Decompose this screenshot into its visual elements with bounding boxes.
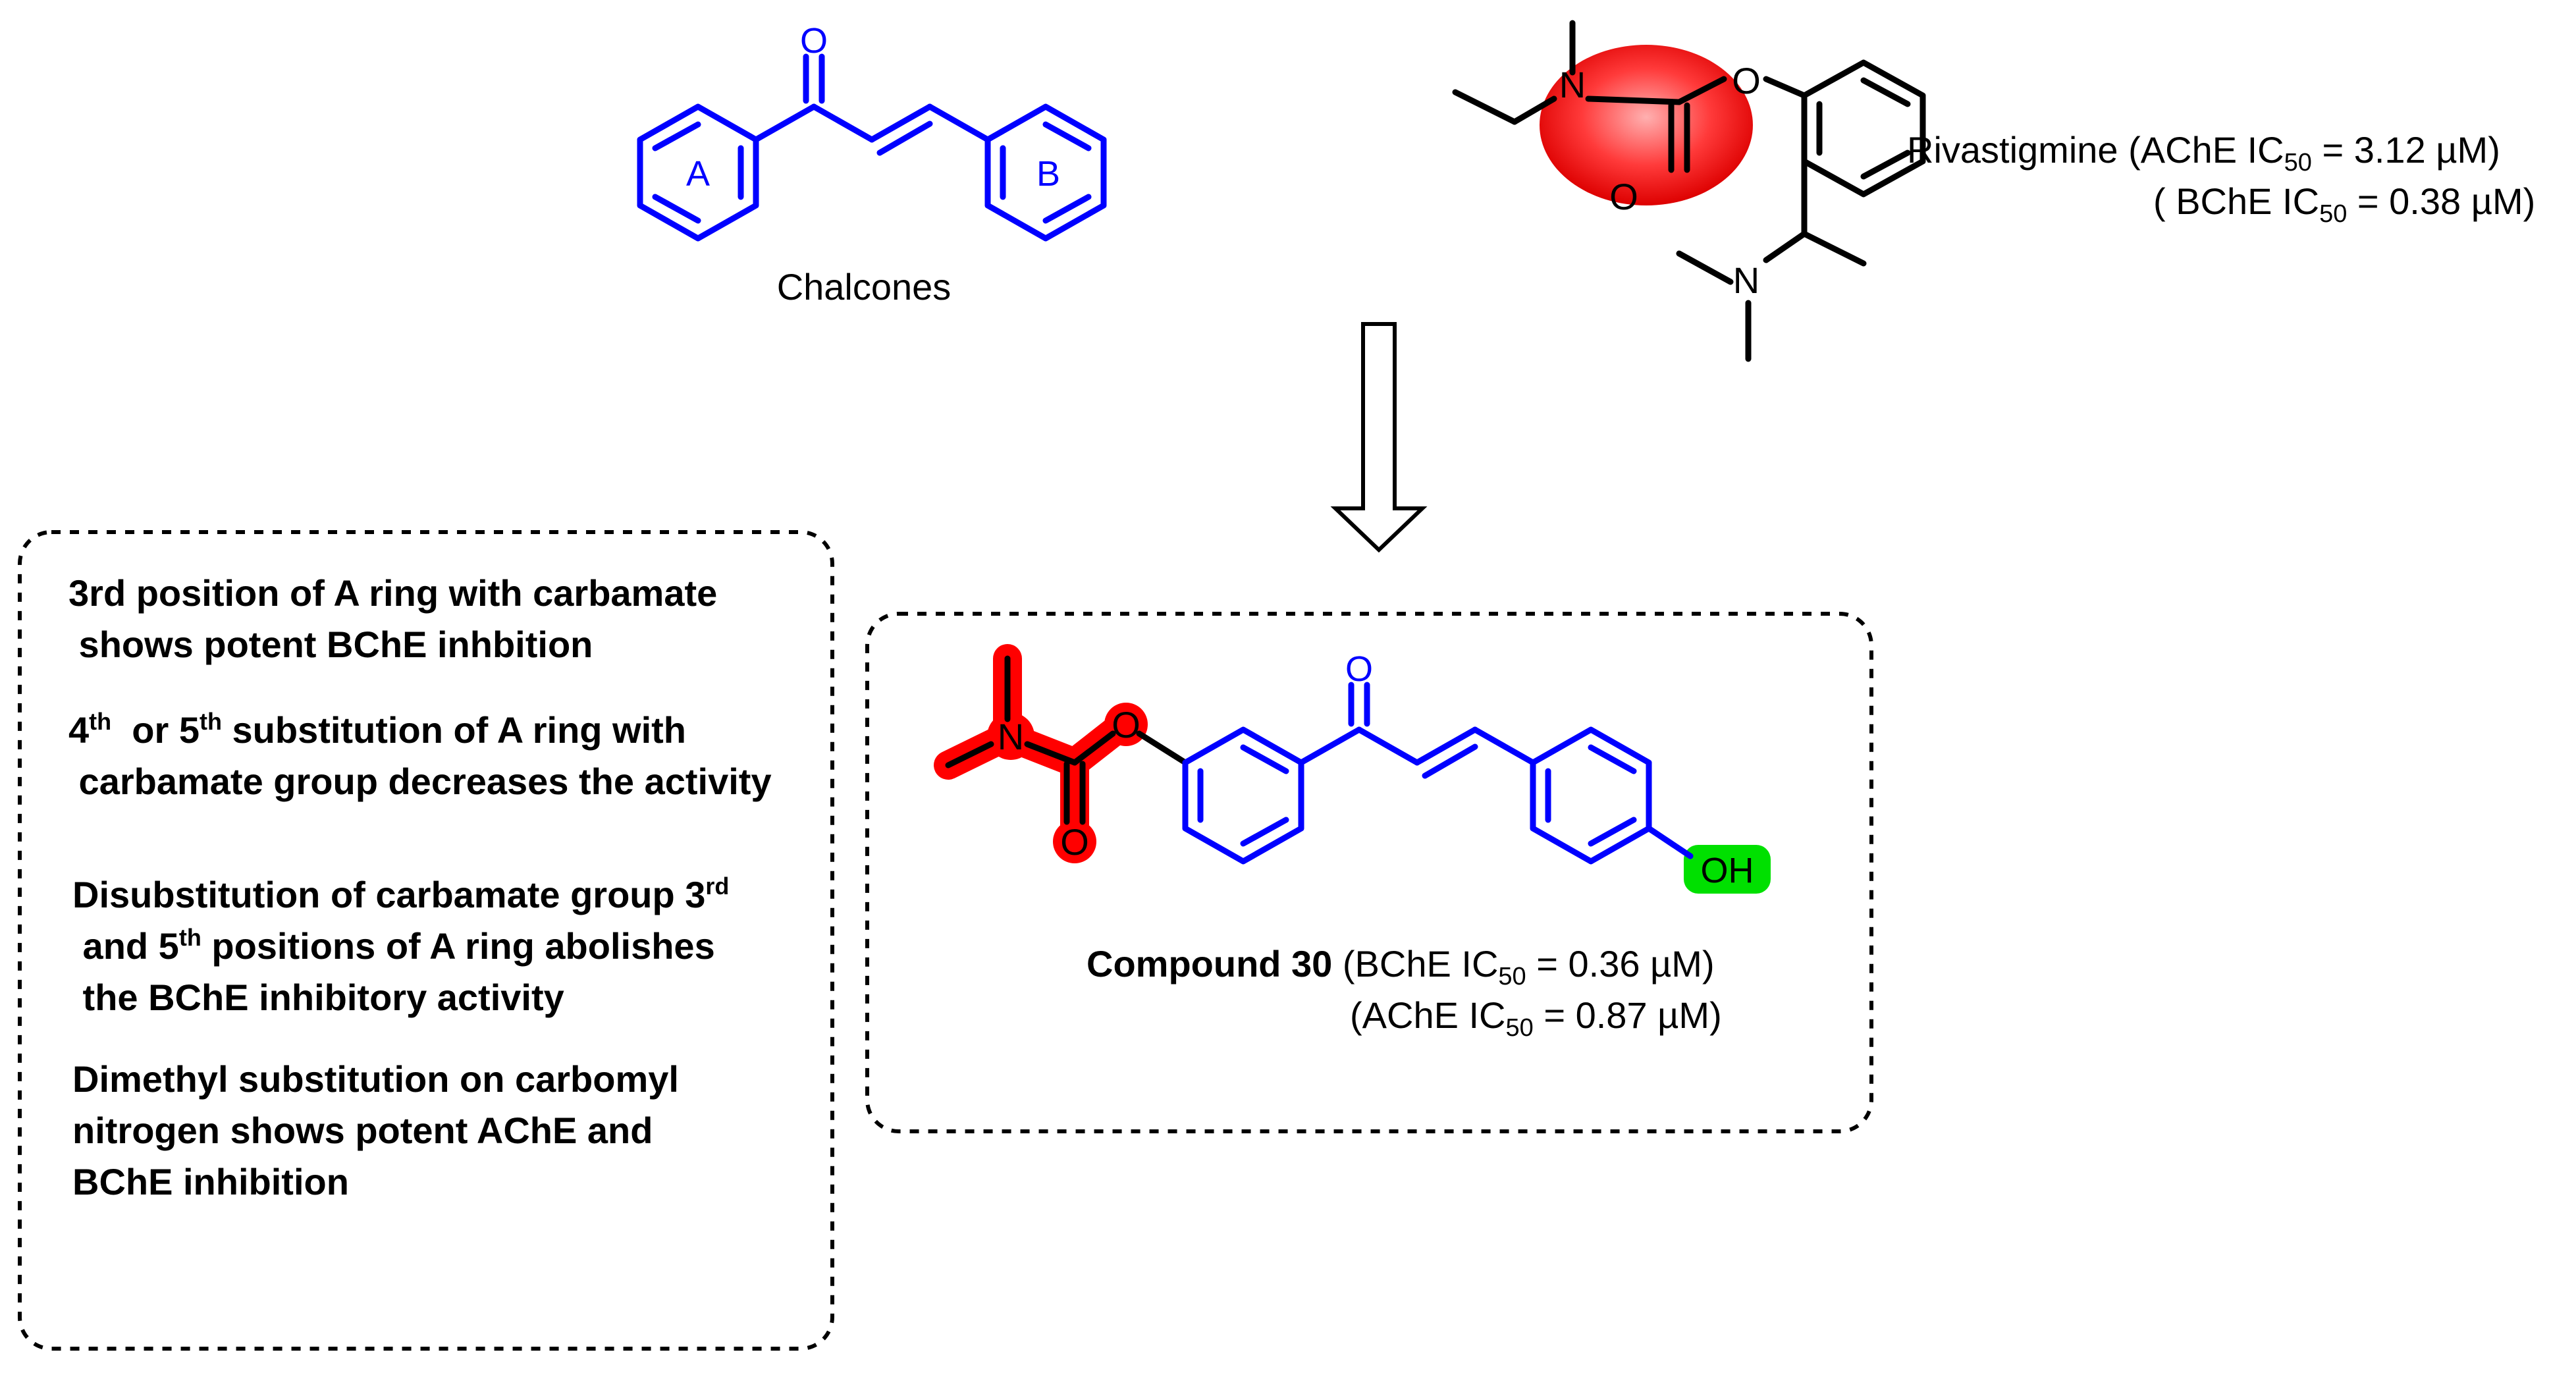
sar-note-3-text-3: positions of A ring abolishes — [201, 925, 715, 967]
ring-b-label: B — [1036, 154, 1060, 194]
compound30-hydroxyl: OH — [1701, 851, 1754, 890]
sar-note-2-sup-th-2: th — [199, 708, 222, 735]
sar-note-3-sup-th: th — [178, 924, 201, 951]
rivastigmine-ache-value: = 3.12 µM) — [2311, 129, 2500, 171]
chalcone-oxygen: O — [800, 21, 828, 61]
rivastigmine-ache-sub: 50 — [2284, 149, 2312, 177]
sar-note-2-line-2: carbamate group decreases the activity — [68, 761, 772, 802]
compound30-bche-label: Compound 30 (BChE IC50 = 0.36 µM) — [1087, 943, 1715, 998]
ring-a — [637, 103, 759, 242]
sar-note-1-line-1: 3rd position of A ring with carbamate — [68, 572, 718, 614]
sar-notes-box — [18, 530, 834, 1351]
rivastigmine-n-amine: N — [1733, 259, 1759, 301]
compound30-bche-value: = 0.36 µM) — [1526, 943, 1715, 984]
hydroxyl-green-highlight — [1684, 845, 1771, 894]
compound30-bche-sub: 50 — [1498, 963, 1526, 991]
compound30-carbamate-bonds — [945, 655, 1189, 825]
sar-note-3-line-2: and 5th positions of A ring abolishes — [72, 921, 729, 972]
compound30-name: Compound 30 — [1087, 943, 1333, 984]
compound30-box — [865, 612, 1873, 1133]
compound30-nitrogen: N — [998, 716, 1024, 757]
sar-note-1: 3rd position of A ring with carbamate sh… — [68, 568, 717, 670]
nitrogen-highlight — [987, 713, 1034, 760]
carbonyl-o-highlight — [1053, 820, 1096, 863]
rivastigmine-n-carbamate: N — [1559, 64, 1586, 105]
chalcone-caption: Chalcones — [777, 266, 952, 308]
compound30-ketone-oxygen: O — [1345, 649, 1373, 689]
sar-note-2-sup-th: th — [89, 708, 112, 735]
compound30-bche-prefix: (BChE IC — [1332, 943, 1499, 984]
sar-note-3-sup-rd: rd — [705, 873, 730, 900]
sar-note-4-line-1: Dimethyl substitution on carbomyl — [72, 1058, 679, 1100]
compound30-ache-label: (AChE IC50 = 0.87 µM) — [1350, 994, 1722, 1049]
carbamate-highlight-ellipse — [1540, 45, 1753, 205]
compound30-ache-sub: 50 — [1505, 1014, 1534, 1042]
sar-note-3-text-2: and 5 — [72, 925, 179, 967]
rivastigmine-o-ester: O — [1732, 60, 1761, 101]
rivastigmine-ache-label: Rivastigmine (AChE IC50 = 3.12 µM) — [1907, 129, 2500, 184]
ring-a-label: A — [686, 154, 710, 194]
rivastigmine-o-carbonyl: O — [1609, 176, 1638, 217]
sar-note-2-line-1: 4th or 5th substitution of A ring with — [68, 705, 772, 756]
compound30-ester-oxygen: O — [1112, 704, 1140, 745]
sar-note-1-line-2: shows potent BChE inhbition — [68, 624, 593, 665]
sar-note-4-line-3: BChE inhibition — [72, 1161, 349, 1202]
chalcone-structure — [637, 53, 1107, 242]
sar-note-3-line-3: the BChE inhibitory activity — [72, 977, 564, 1018]
sar-note-3: Disubstitution of carbamate group 3rd an… — [72, 869, 729, 1023]
sar-note-4-line-2: nitrogen shows potent AChE and — [72, 1110, 653, 1151]
sar-note-4: Dimethyl substitution on carbomyl nitrog… — [72, 1054, 679, 1208]
compound30-ache-value: = 0.87 µM) — [1533, 994, 1722, 1036]
down-arrow-icon — [1330, 322, 1428, 553]
sar-note-2-text: substitution of A ring with — [221, 709, 687, 751]
compound30-carbonyl-oxygen: O — [1060, 821, 1089, 863]
compound30-ache-prefix: (AChE IC — [1350, 994, 1506, 1036]
rivastigmine-bche-label: ( BChE IC50 = 0.38 µM) — [2153, 180, 2535, 235]
rivastigmine-structure — [1452, 20, 1926, 362]
rivastigmine-bche-value: = 0.38 µM) — [2347, 180, 2536, 222]
compound30-chalcone-bonds — [1182, 682, 1694, 865]
ring-b — [984, 103, 1107, 242]
rivastigmine-name: Rivastigmine — [1907, 129, 2118, 171]
sar-note-3-text-1: Disubstitution of carbamate group 3 — [72, 874, 706, 915]
rivastigmine-bche-prefix: ( BChE IC — [2153, 180, 2320, 222]
rivastigmine-bche-sub: 50 — [2319, 200, 2348, 229]
sar-note-2-ordinal-5: or 5 — [111, 709, 200, 751]
rivastigmine-ache-prefix: (AChE IC — [2128, 129, 2284, 171]
sar-note-2-ordinal-4: 4 — [68, 709, 90, 751]
sar-note-2: 4th or 5th substitution of A ring with c… — [68, 705, 772, 807]
sar-note-3-line-1: Disubstitution of carbamate group 3rd — [72, 869, 729, 921]
